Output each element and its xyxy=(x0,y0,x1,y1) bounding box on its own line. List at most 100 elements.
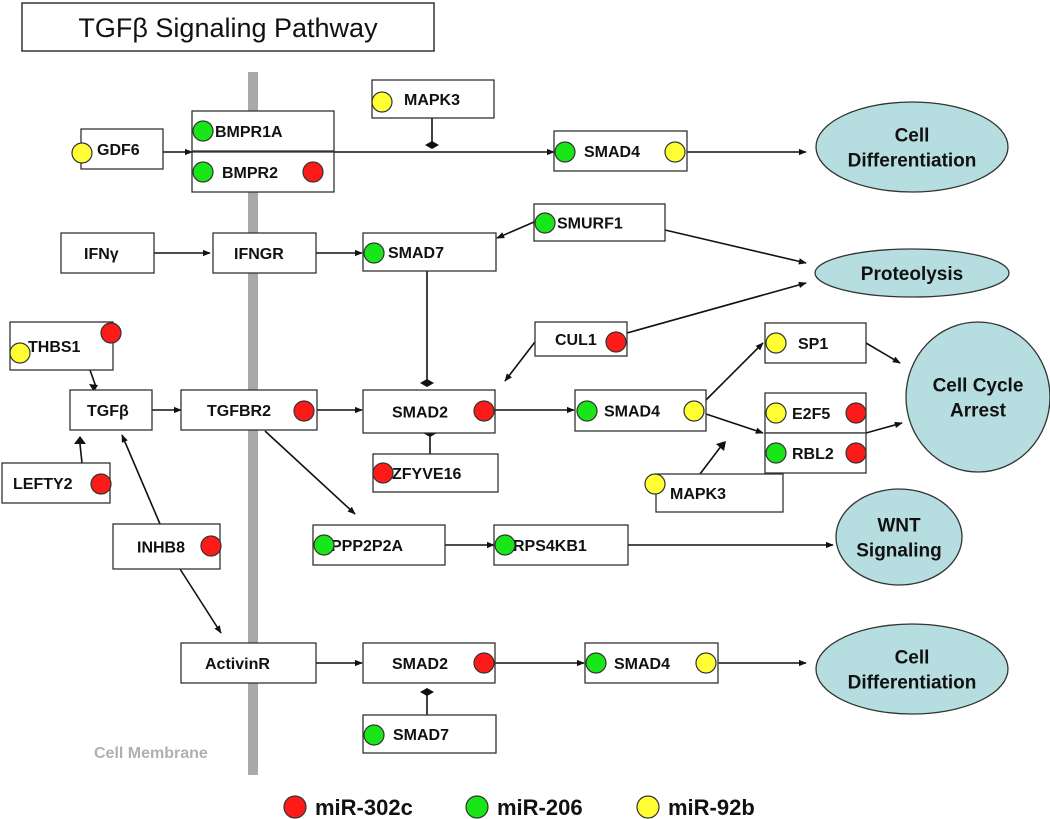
edge-rbl2-cellcycle xyxy=(865,421,903,434)
node-inhb8: INHB8 xyxy=(112,523,222,570)
node-tgfb: TGFβ xyxy=(69,389,153,431)
node-label: SMAD7 xyxy=(393,727,449,744)
mirna-marker-mir302c xyxy=(90,473,112,495)
node-box xyxy=(371,79,495,119)
arrowhead-lefty2 xyxy=(74,436,86,444)
mirna-marker-mir92b xyxy=(371,91,393,113)
node-label: PPP2P2A xyxy=(331,538,403,555)
node-box xyxy=(362,714,497,754)
node-label: MAPK3 xyxy=(670,486,726,503)
edge-smad4-e2f5 xyxy=(705,413,764,434)
legend-swatch xyxy=(283,795,307,819)
mirna-marker-mir302c xyxy=(845,402,867,424)
node-label: SMAD4 xyxy=(614,656,670,673)
edge-cul1-proteolysis xyxy=(626,281,807,334)
node-label: IFNGR xyxy=(234,246,284,263)
mirna-marker-mir206 xyxy=(576,400,598,422)
mirna-marker-mir206 xyxy=(192,120,214,142)
node-label: THBS1 xyxy=(28,339,81,356)
legend-swatch xyxy=(465,795,489,819)
page-title: TGFβ Signaling Pathway xyxy=(78,13,378,43)
edge-mapk3-e2f5 xyxy=(699,444,723,475)
node-box xyxy=(312,524,446,566)
outcome-label: Cell Cycle xyxy=(933,376,1024,397)
node-box xyxy=(60,232,155,274)
node-rps4kb1: RPS4KB1 xyxy=(493,524,629,566)
legend-item-mir206: miR-206 xyxy=(465,795,583,819)
node-label: IFNγ xyxy=(84,246,119,263)
node-label: SMAD4 xyxy=(584,144,640,161)
node-label: SMAD2 xyxy=(392,656,448,673)
node-label: BMPR2 xyxy=(222,165,278,182)
node-bmpr2: BMPR2 xyxy=(191,151,335,193)
outcome-label: Cell xyxy=(895,126,930,147)
edge-inhb8-tgfb xyxy=(121,434,161,525)
node-box xyxy=(191,110,335,152)
node-label: INHB8 xyxy=(137,540,185,557)
node-box xyxy=(362,389,496,434)
node-label: RPS4KB1 xyxy=(513,538,587,555)
node-box xyxy=(69,389,153,431)
edge-thbs1-tgfb xyxy=(89,369,97,388)
legend: miR-302c miR-206 miR-92b xyxy=(283,795,755,819)
mirna-marker-mir302c xyxy=(473,400,495,422)
mirna-marker-mir206 xyxy=(494,534,516,556)
mirna-marker-mir92b xyxy=(765,402,787,424)
node-label: E2F5 xyxy=(792,406,830,423)
legend-item-mir302c: miR-302c xyxy=(283,795,413,819)
mirna-marker-mir206 xyxy=(313,534,335,556)
edge-tgfbr2-ppp2p2a xyxy=(264,430,356,515)
node-label: TGFBR2 xyxy=(207,403,271,420)
node-thbs1: THBS1 xyxy=(9,321,122,371)
node-cul1: CUL1 xyxy=(534,321,628,357)
mirna-marker-mir302c xyxy=(200,535,222,557)
legend-label: miR-92b xyxy=(668,795,755,819)
outcome-ellipse xyxy=(905,321,1050,473)
node-smad4-top: SMAD4 xyxy=(553,130,688,172)
node-box xyxy=(362,232,497,272)
edge-smurf1-smad7 xyxy=(496,221,535,239)
mirna-marker-mir206 xyxy=(192,161,214,183)
edges xyxy=(79,118,903,715)
node-label: GDF6 xyxy=(97,142,140,159)
node-label: MAPK3 xyxy=(404,92,460,109)
node-smad7-top: SMAD7 xyxy=(362,232,497,272)
node-label: SMURF1 xyxy=(557,216,623,233)
node-e2f5: E2F5 xyxy=(764,392,867,434)
mirna-marker-mir92b xyxy=(683,400,705,422)
node-box xyxy=(180,642,317,684)
outcome-label: Arrest xyxy=(950,401,1007,422)
node-label: SMAD4 xyxy=(604,404,660,421)
edge-smurf1-proteolysis xyxy=(664,229,807,265)
node-smad4-bot: SMAD4 xyxy=(584,642,719,684)
mirna-marker-mir92b xyxy=(71,142,93,164)
node-label: SMAD2 xyxy=(392,405,448,422)
node-label: BMPR1A xyxy=(215,124,283,141)
outcome-label: WNT xyxy=(877,516,921,537)
mirna-marker-mir92b xyxy=(695,652,717,674)
node-label: SP1 xyxy=(798,336,828,353)
node-smad2-bot: SMAD2 xyxy=(362,642,496,684)
node-box xyxy=(212,232,317,274)
outcome-ellipse xyxy=(815,623,1009,715)
node-ifng: IFNγ xyxy=(60,232,155,274)
edge-lefty2-tgfb xyxy=(79,443,83,464)
node-label: ActivinR xyxy=(205,656,270,673)
node-smad2-mid: SMAD2 xyxy=(362,389,496,434)
node-box xyxy=(493,524,629,566)
node-bmpr1a: BMPR1A xyxy=(191,110,335,152)
legend-item-mir92b: miR-92b xyxy=(636,795,755,819)
mirna-marker-mir302c xyxy=(605,331,627,353)
outcome-ellipse xyxy=(814,248,1010,298)
diamond-smad7-smad2-bot xyxy=(420,688,434,696)
node-label: RBL2 xyxy=(792,446,834,463)
outcome-label: Cell xyxy=(895,648,930,669)
legend-label: miR-302c xyxy=(315,795,413,819)
mirna-marker-mir302c xyxy=(845,442,867,464)
